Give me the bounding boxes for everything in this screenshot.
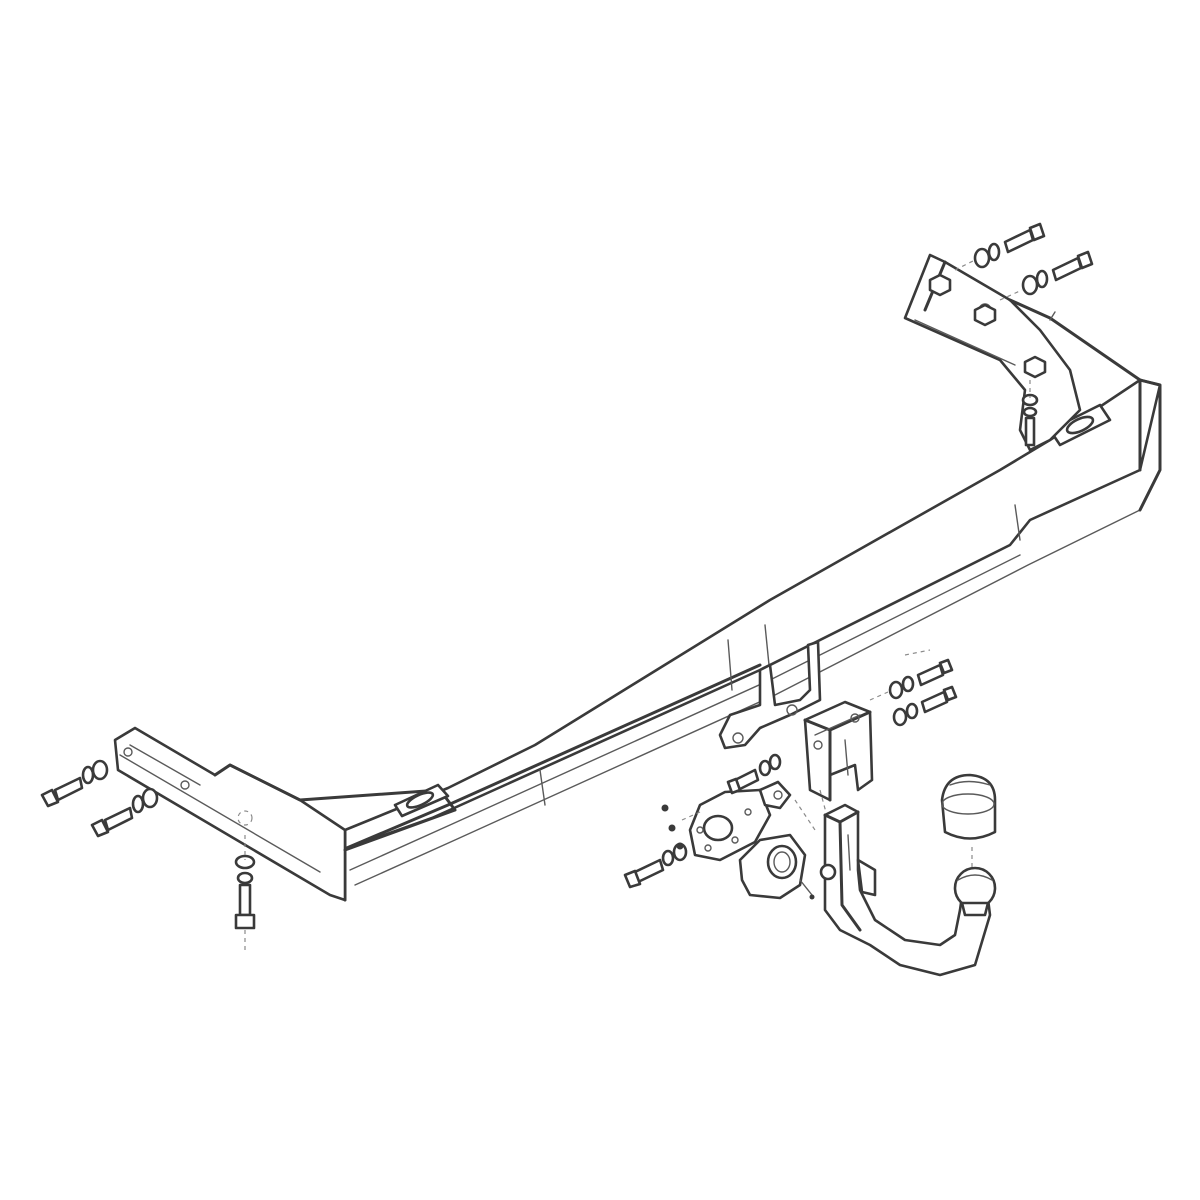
left-bolts (40, 759, 256, 952)
assembly-centerlines (681, 380, 1031, 870)
bolt (40, 759, 109, 808)
right-top-bolts (928, 222, 1094, 447)
bolt (869, 658, 954, 701)
nut (928, 273, 1047, 379)
tow-ball-neck (819, 803, 997, 977)
bolt (90, 787, 159, 838)
receiver-housing (803, 700, 874, 821)
ball-cover-cap (940, 773, 997, 840)
bolt (726, 753, 782, 795)
center-mounting-tabs (718, 640, 822, 750)
bolt (623, 842, 688, 889)
left-side-bracket (113, 726, 457, 902)
electrical-socket (738, 833, 815, 900)
bolt (892, 685, 958, 727)
bottom-bolt (234, 835, 256, 952)
socket-mount-plate (688, 780, 792, 862)
small-washers (661, 804, 684, 850)
bolt (954, 222, 1046, 271)
bolt (999, 250, 1094, 301)
vertical-bolt (1021, 393, 1039, 447)
receiver-bolts (623, 658, 958, 889)
